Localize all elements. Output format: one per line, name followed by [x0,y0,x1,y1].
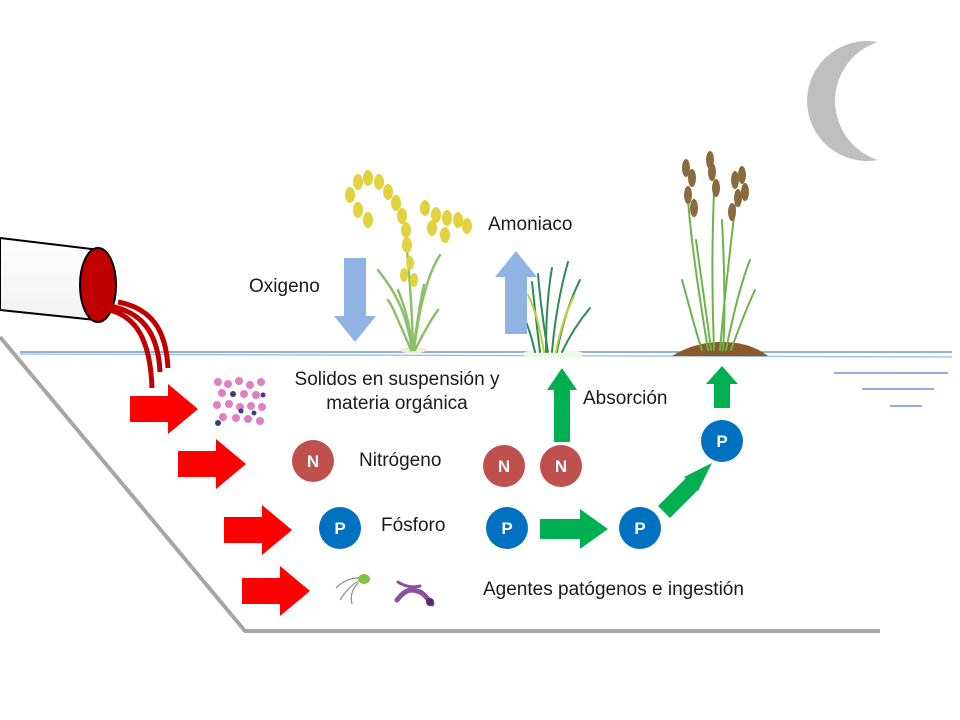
inflow-arrow-pathogens [242,566,310,616]
solids-label-line1: Solidos en suspensión y [294,369,500,390]
plant-yellow-icon [345,170,472,353]
svg-text:P: P [634,519,645,538]
plant-grass-icon [517,261,591,358]
pathogens-label: Agentes patógenos e ingestión [483,579,744,600]
particles-icon [212,377,267,428]
oxygen-down-arrow [334,258,376,342]
svg-text:N: N [307,452,319,471]
oxygen-label: Oxigeno [249,276,320,297]
uptake-diagonal-arrow [658,463,712,518]
phosphorus-badge-3: P [619,507,661,549]
nitrogen-label: Nitrógeno [359,450,442,471]
svg-text:P: P [501,519,512,538]
basin-outline [0,335,880,633]
absorption-up-arrow-nitrogen [547,368,577,442]
phosphorus-badge-1: P [319,507,361,549]
nitrogen-badge-1: N [292,440,334,482]
svg-text:P: P [334,519,345,538]
inflow-arrow-solids [130,384,198,434]
absorption-up-arrow-phosphorus [706,366,738,408]
absorption-label: Absorción [583,388,668,409]
nitrogen-badge-2: N [483,445,525,487]
ammonia-label: Amoniaco [488,214,573,235]
solids-label: Solidos en suspensión y materia orgánica [282,368,512,416]
svg-text:P: P [716,432,727,451]
svg-text:N: N [498,457,510,476]
solids-label-line2: materia orgánica [326,392,468,414]
nitrogen-badge-3: N [540,445,582,487]
crescent-moon-icon [807,41,878,162]
plant-reed-icon [672,151,768,356]
phosphorus-badge-4: P [701,420,743,462]
phosphorus-badge-2: P [486,507,528,549]
discharge-pipe-icon [0,236,171,389]
transfer-arrow-phosphorus [540,509,608,549]
svg-text:N: N [555,457,567,476]
ammonia-up-arrow [495,251,537,334]
water-surface [19,351,953,407]
bacteria-icon [335,574,435,607]
phosphorus-label: Fósforo [381,515,446,536]
inflow-arrow-nitrogen [178,439,246,489]
inflow-arrow-phosphorus [224,505,292,555]
